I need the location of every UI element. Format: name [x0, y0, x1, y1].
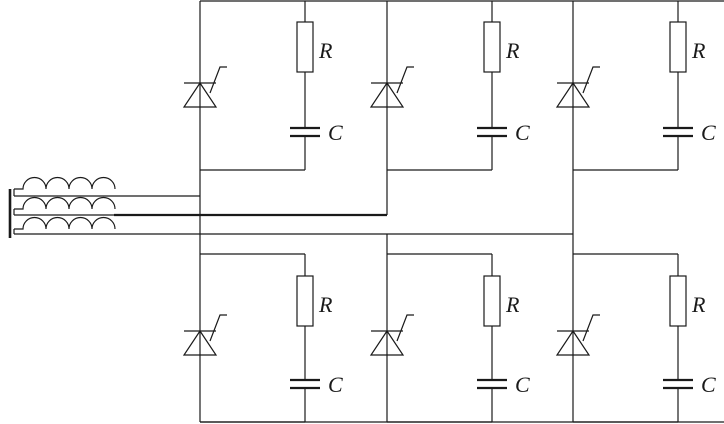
capacitor-label: C: [515, 372, 530, 397]
resistor-label: R: [318, 292, 333, 317]
thyristor-leg-bottom-3: RC: [555, 253, 716, 423]
thyristor-leg-top-2: RC: [369, 1, 530, 171]
gate-lead: [209, 66, 227, 94]
thyristor-symbol: [182, 314, 227, 356]
coil-phase-3: [13, 216, 116, 235]
thyristor-symbol: [369, 66, 414, 108]
capacitor-label: C: [701, 372, 716, 397]
thyristor-symbol: [182, 66, 227, 108]
resistor: [669, 21, 687, 73]
coil-phase-1: [13, 176, 116, 197]
thyristor-symbol: [369, 314, 414, 356]
capacitor-label: C: [328, 120, 343, 145]
gate-lead: [209, 314, 227, 342]
thyristor-symbol: [555, 66, 600, 108]
resistor: [669, 275, 687, 327]
gate-lead: [396, 314, 414, 342]
thyristor-leg-top-3: RC: [555, 1, 716, 171]
resistor-label: R: [318, 38, 333, 63]
gate-lead: [582, 314, 600, 342]
capacitor-label: C: [515, 120, 530, 145]
top-bridge-frame: [199, 0, 724, 234]
phase-lines: [114, 195, 573, 235]
thyristor-leg-bottom-1: RC: [182, 253, 343, 423]
resistor: [296, 21, 314, 73]
capacitor-label: C: [328, 372, 343, 397]
thyristor-leg-bottom-2: RC: [369, 253, 530, 423]
thyristor-symbol: [555, 314, 600, 356]
resistor: [483, 21, 501, 73]
gate-lead: [582, 66, 600, 94]
resistor: [483, 275, 501, 327]
gate-lead: [396, 66, 414, 94]
resistor-label: R: [691, 292, 706, 317]
resistor-label: R: [691, 38, 706, 63]
resistor: [296, 275, 314, 327]
thyristor-leg-top-1: RC: [182, 1, 343, 171]
coil-phase-2: [13, 196, 116, 216]
resistor-label: R: [505, 38, 520, 63]
capacitor-label: C: [701, 120, 716, 145]
bottom-bridge-frame: [199, 196, 724, 423]
resistor-label: R: [505, 292, 520, 317]
transformer: [8, 176, 116, 238]
